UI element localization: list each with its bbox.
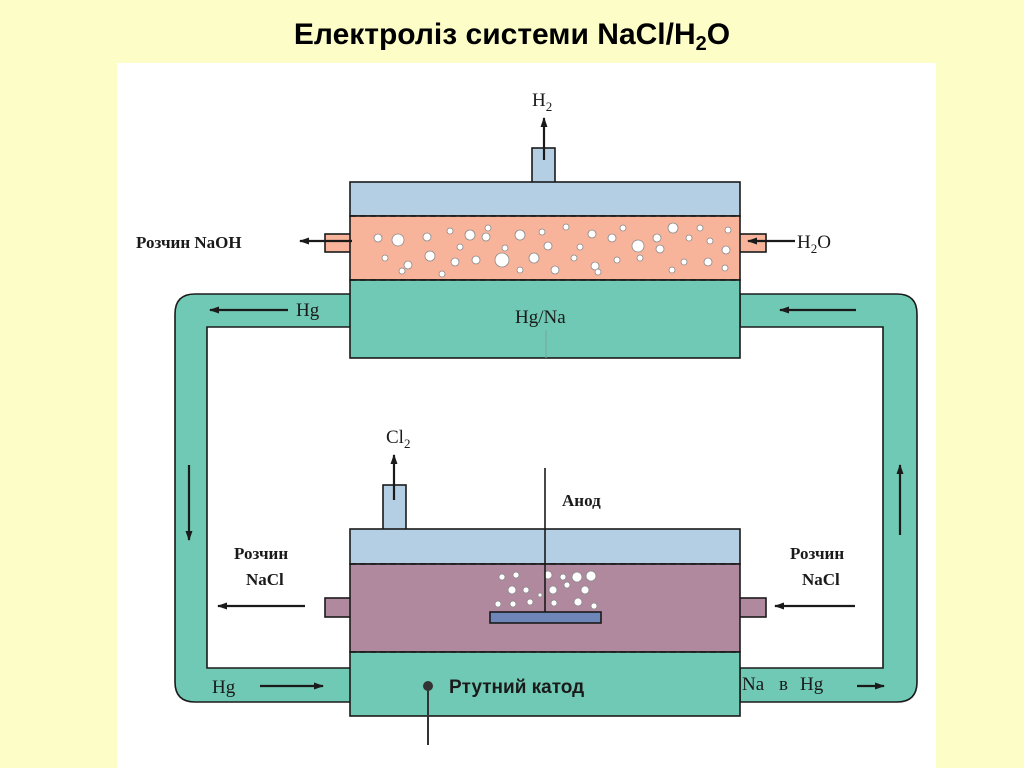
top-right-pipe [737, 233, 767, 253]
label-mercury-cathode: Ртутний катод [449, 677, 584, 698]
title-subscript: 2 [695, 33, 707, 55]
gas-bubble [703, 257, 713, 267]
gas-bubble [438, 270, 446, 278]
gas-bubble [587, 229, 597, 239]
gas-bubble [498, 573, 506, 581]
gas-bubble [471, 255, 481, 265]
gas-bubble [721, 245, 731, 255]
label-brine-out-line1: Розчин [234, 544, 288, 563]
gas-bubble [680, 258, 688, 266]
gas-bubble [590, 261, 600, 271]
gas-bubble [494, 252, 510, 268]
top-cell [324, 147, 767, 359]
label-naoh-solution: Розчин NaOH [136, 233, 242, 252]
gas-bubble [403, 260, 413, 270]
gas-bubble [481, 232, 491, 242]
gas-bubble [594, 268, 602, 276]
gas-bubble [422, 232, 432, 242]
gas-bubble [636, 254, 644, 262]
label-top-hg: Hg [296, 300, 320, 321]
title-main: Електроліз системи NaCl/H [293, 18, 696, 51]
gas-bubble [685, 234, 693, 242]
gas-bubble [507, 585, 517, 595]
gas-bubble [528, 252, 540, 264]
label-na: Na [742, 674, 765, 695]
top-left-pipe [324, 233, 353, 253]
label-brine-in-line1: Розчин [790, 544, 844, 563]
bottom-right-pipe [737, 597, 767, 618]
gas-bubble [613, 256, 621, 264]
gas-bubble [548, 585, 558, 595]
label-brine-in-line2: NaCl [802, 570, 840, 589]
gas-bubble [543, 241, 553, 251]
gas-bubble [464, 229, 476, 241]
gas-bubble [550, 265, 560, 275]
gas-bubble [456, 243, 464, 251]
label-bottom-hg: Hg [212, 677, 236, 698]
gas-bubble [512, 571, 520, 579]
slide-title: Електроліз системи NaCl/H2O [0, 18, 1024, 56]
gas-bubble [516, 266, 524, 274]
gas-bubble [509, 600, 517, 608]
gas-bubble [667, 222, 679, 234]
label-anode: Анод [562, 491, 601, 510]
anode-plate [489, 611, 602, 624]
gas-bubble [706, 237, 714, 245]
gas-bubble [652, 233, 662, 243]
top-bubbles [373, 222, 732, 278]
gas-bubble [537, 592, 543, 598]
gas-bubble [631, 239, 645, 253]
gas-bubble [391, 233, 405, 247]
label-right-hg: Hg [800, 674, 824, 695]
label-brine-out-line2: NaCl [246, 570, 284, 589]
label-chlorine: Cl2 [386, 427, 410, 451]
gas-bubble [607, 233, 617, 243]
mercury-loop-pipe-right [739, 293, 918, 703]
gas-bubble [721, 264, 729, 272]
gas-bubble [590, 602, 598, 610]
label-water: H2O [797, 232, 831, 256]
gas-bubble [450, 257, 460, 267]
gas-bubble [543, 570, 553, 580]
gas-bubble [576, 243, 584, 251]
bottom-left-pipe [324, 597, 353, 618]
gas-bubble [724, 226, 732, 234]
mercury-loop-pipe [174, 293, 353, 703]
gas-bubble [373, 233, 383, 243]
gas-bubble [655, 244, 665, 254]
gas-bubble [446, 227, 454, 235]
gas-bubble [559, 573, 567, 581]
gas-bubble [398, 267, 406, 275]
top-gas-layer [349, 181, 741, 217]
gas-bubble [563, 581, 571, 589]
bottom-cell [324, 468, 767, 745]
gas-bubble [526, 598, 534, 606]
gas-bubble [696, 224, 704, 232]
gas-bubble [619, 224, 627, 232]
gas-bubble [424, 250, 436, 262]
gas-bubble [494, 600, 502, 608]
top-amalgam-layer [349, 279, 741, 359]
gas-bubble [668, 266, 676, 274]
label-hydrogen: H2 [532, 90, 552, 114]
bottom-bubbles [494, 570, 598, 610]
gas-bubble [501, 244, 509, 252]
flow-arrows [185, 117, 904, 690]
gas-bubble [571, 571, 583, 583]
gas-bubble [381, 254, 389, 262]
label-amalgam: Hg/Na [515, 307, 566, 328]
gas-bubble [580, 585, 590, 595]
gas-bubble [522, 586, 530, 594]
gas-bubble [585, 570, 597, 582]
gas-bubble [484, 224, 492, 232]
label-v: в [779, 674, 788, 695]
gas-bubble [562, 223, 570, 231]
title-tail: O [706, 18, 731, 51]
gas-bubble [573, 597, 583, 607]
gas-bubble [538, 228, 546, 236]
gas-bubble [550, 599, 558, 607]
gas-bubble [570, 254, 578, 262]
gas-bubble [514, 229, 526, 241]
